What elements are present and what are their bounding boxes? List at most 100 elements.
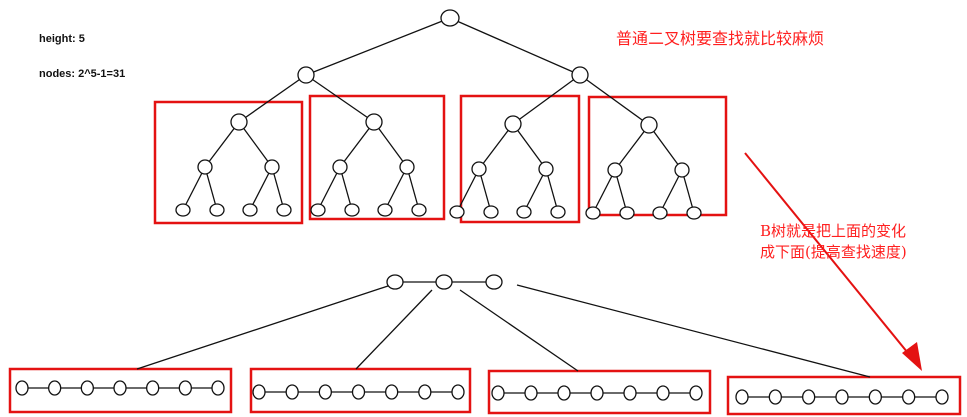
btree-child-key [252,384,266,400]
tree-edge [373,121,408,168]
tree-level2-node [297,66,315,84]
tree-leaf-node [550,205,566,219]
btree-child-key [285,384,299,400]
tree-leaf-node [652,206,668,220]
btree-child-key [623,385,637,401]
tree-leaf-node [344,203,360,217]
btree-child-pointer [355,289,433,370]
tree-edge [238,121,273,168]
tree-leaf-node [516,205,532,219]
tree-edge [182,166,206,211]
tree-node-count-label: nodes: 2^5-1=31 [39,68,126,80]
tree-leaf-node [209,203,225,217]
tree-edge [592,169,616,214]
tree-level4-node [674,162,690,178]
btree-child-key [178,380,192,396]
tree-edge [648,124,683,171]
tree-level3-node [504,115,522,133]
btree-child-key [113,380,127,396]
btree-child-key [48,380,62,396]
btree-child-pointer [459,289,579,372]
tree-edge [579,74,650,126]
btree-child-key [211,380,225,396]
btree-child-key [146,380,160,396]
transform-arrow-line [744,152,913,359]
transform-arrow-head [902,342,922,371]
btree-node-highlight-box [8,367,233,414]
btree-child-key [689,385,703,401]
tree-level4-node [399,159,415,175]
btree-child-key [318,384,332,400]
btree-child-key [656,385,670,401]
btree-note-line2: 成下面(提高查找速度) [760,243,907,261]
btree-child-key [80,380,94,396]
btree-child-pointer [136,285,389,370]
tree-edge [659,169,683,214]
tree-edge [449,17,581,76]
subtree-highlight-box [587,95,728,217]
tree-leaf-node [377,203,393,217]
btree-child-key [735,389,749,405]
tree-height-label: height: 5 [39,33,85,45]
btree-node-highlight-box [487,369,712,415]
btree-root-key [386,274,404,290]
tree-edge [512,74,581,125]
tree-leaf-node [276,203,292,217]
tree-edge [305,17,451,76]
btree-child-key [351,384,366,400]
tree-edge [456,168,480,213]
tree-edge [305,74,375,123]
tree-edge [204,121,240,168]
btree-child-key [385,384,399,400]
tree-leaf-node [686,206,702,220]
tree-edge [249,166,273,211]
tree-level4-node [332,159,348,175]
tree-leaf-node [449,205,465,219]
tree-edge [478,123,514,170]
tree-leaf-node [310,203,326,217]
tree-level4-node [607,162,623,178]
tree-leaf-node [619,206,635,220]
tree-level4-node [264,159,280,175]
tree-leaf-node [175,203,191,217]
btree-child-key [557,385,571,401]
tree-edge [317,166,341,211]
btree-node-highlight-box [249,367,472,414]
tree-edge [339,121,375,168]
btree-child-key [15,380,29,396]
btree-child-key [451,384,465,400]
tree-leaf-node [483,205,499,219]
tree-level3-node [230,113,248,131]
tree-edge [238,74,307,123]
tree-level4-node [471,161,487,177]
btree-child-key [935,389,949,405]
subtree-highlight-box [308,94,446,221]
tree-leaf-node [242,203,258,217]
btree-child-key [418,384,432,400]
btree-child-pointer [516,284,871,378]
btree-child-key [491,385,505,401]
subtree-highlight-box [459,94,581,224]
btree-child-key [902,389,916,405]
tree-edge [512,123,547,170]
btree-root-key [435,274,453,290]
btree-child-key [524,385,538,401]
tree-level3-node [640,116,658,134]
btree-child-key [590,385,604,401]
tree-level4-node [197,159,213,175]
tree-level2-node [571,66,589,84]
tree-level4-node [538,161,554,177]
tree-edge [523,168,547,213]
subtree-highlight-box [153,100,304,225]
btree-root-key [485,274,503,290]
btree-child-key [868,389,882,405]
tree-leaf-node [585,206,601,220]
binary-tree-note: 普通二叉树要查找就比较麻烦 [616,29,825,48]
btree-child-key [768,389,782,405]
tree-edge [384,166,408,211]
tree-level3-node [365,113,383,131]
btree-child-key [802,389,816,405]
tree-root-node [440,9,460,27]
btree-note-line1: B树就是把上面的变化 [760,222,907,240]
